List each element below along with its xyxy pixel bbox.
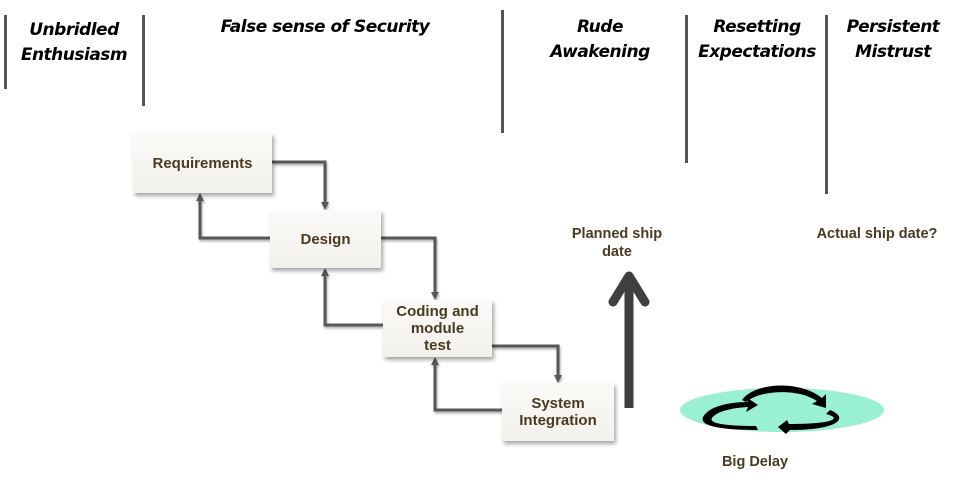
stage-label: System Integration (519, 395, 597, 429)
cycle-arrows-icon (702, 385, 840, 434)
stage-label: Design (300, 230, 351, 248)
up-arrow-icon (608, 271, 650, 408)
phase-label-false-sense-of-security: False sense of Security (220, 17, 430, 37)
phase-divider (142, 15, 145, 106)
stage-box-requirements: Requirements (133, 133, 272, 193)
big-delay-label: Big Delay (721, 454, 789, 470)
phase-divider (825, 15, 828, 194)
phase-label-unbridled-enthusiasm: Unbridled Enthusiasm (20, 20, 128, 65)
flow-arrow-coding-to-integration (492, 344, 562, 383)
phase-divider (4, 15, 7, 89)
stage-label: Coding and module test (396, 303, 479, 354)
feedback-arrow-design-to-requirements (196, 193, 270, 240)
stage-box-design: Design (270, 210, 381, 268)
phase-label-rude-awakening: Rude Awakening (550, 17, 650, 62)
stage-box-coding: Coding and module test (383, 300, 492, 357)
stage-label: Requirements (152, 154, 253, 172)
phase-label-resetting-expectations: Resetting Expectations (698, 17, 816, 62)
flow-arrow-design-to-coding (381, 236, 439, 300)
feedback-arrow-integration-to-coding (431, 357, 502, 412)
phase-divider (685, 15, 688, 163)
actual-ship-date-label: Actual ship date? (816, 226, 938, 242)
phase-divider (501, 10, 504, 133)
phase-label-persistent-mistrust: Persistent Mistrust (846, 17, 940, 62)
planned-ship-date-label: Planned ship date (571, 226, 663, 260)
flow-arrow-requirements-to-design (272, 160, 329, 210)
stage-box-system-integration: System Integration (502, 383, 614, 441)
feedback-arrow-coding-to-design (321, 268, 383, 327)
